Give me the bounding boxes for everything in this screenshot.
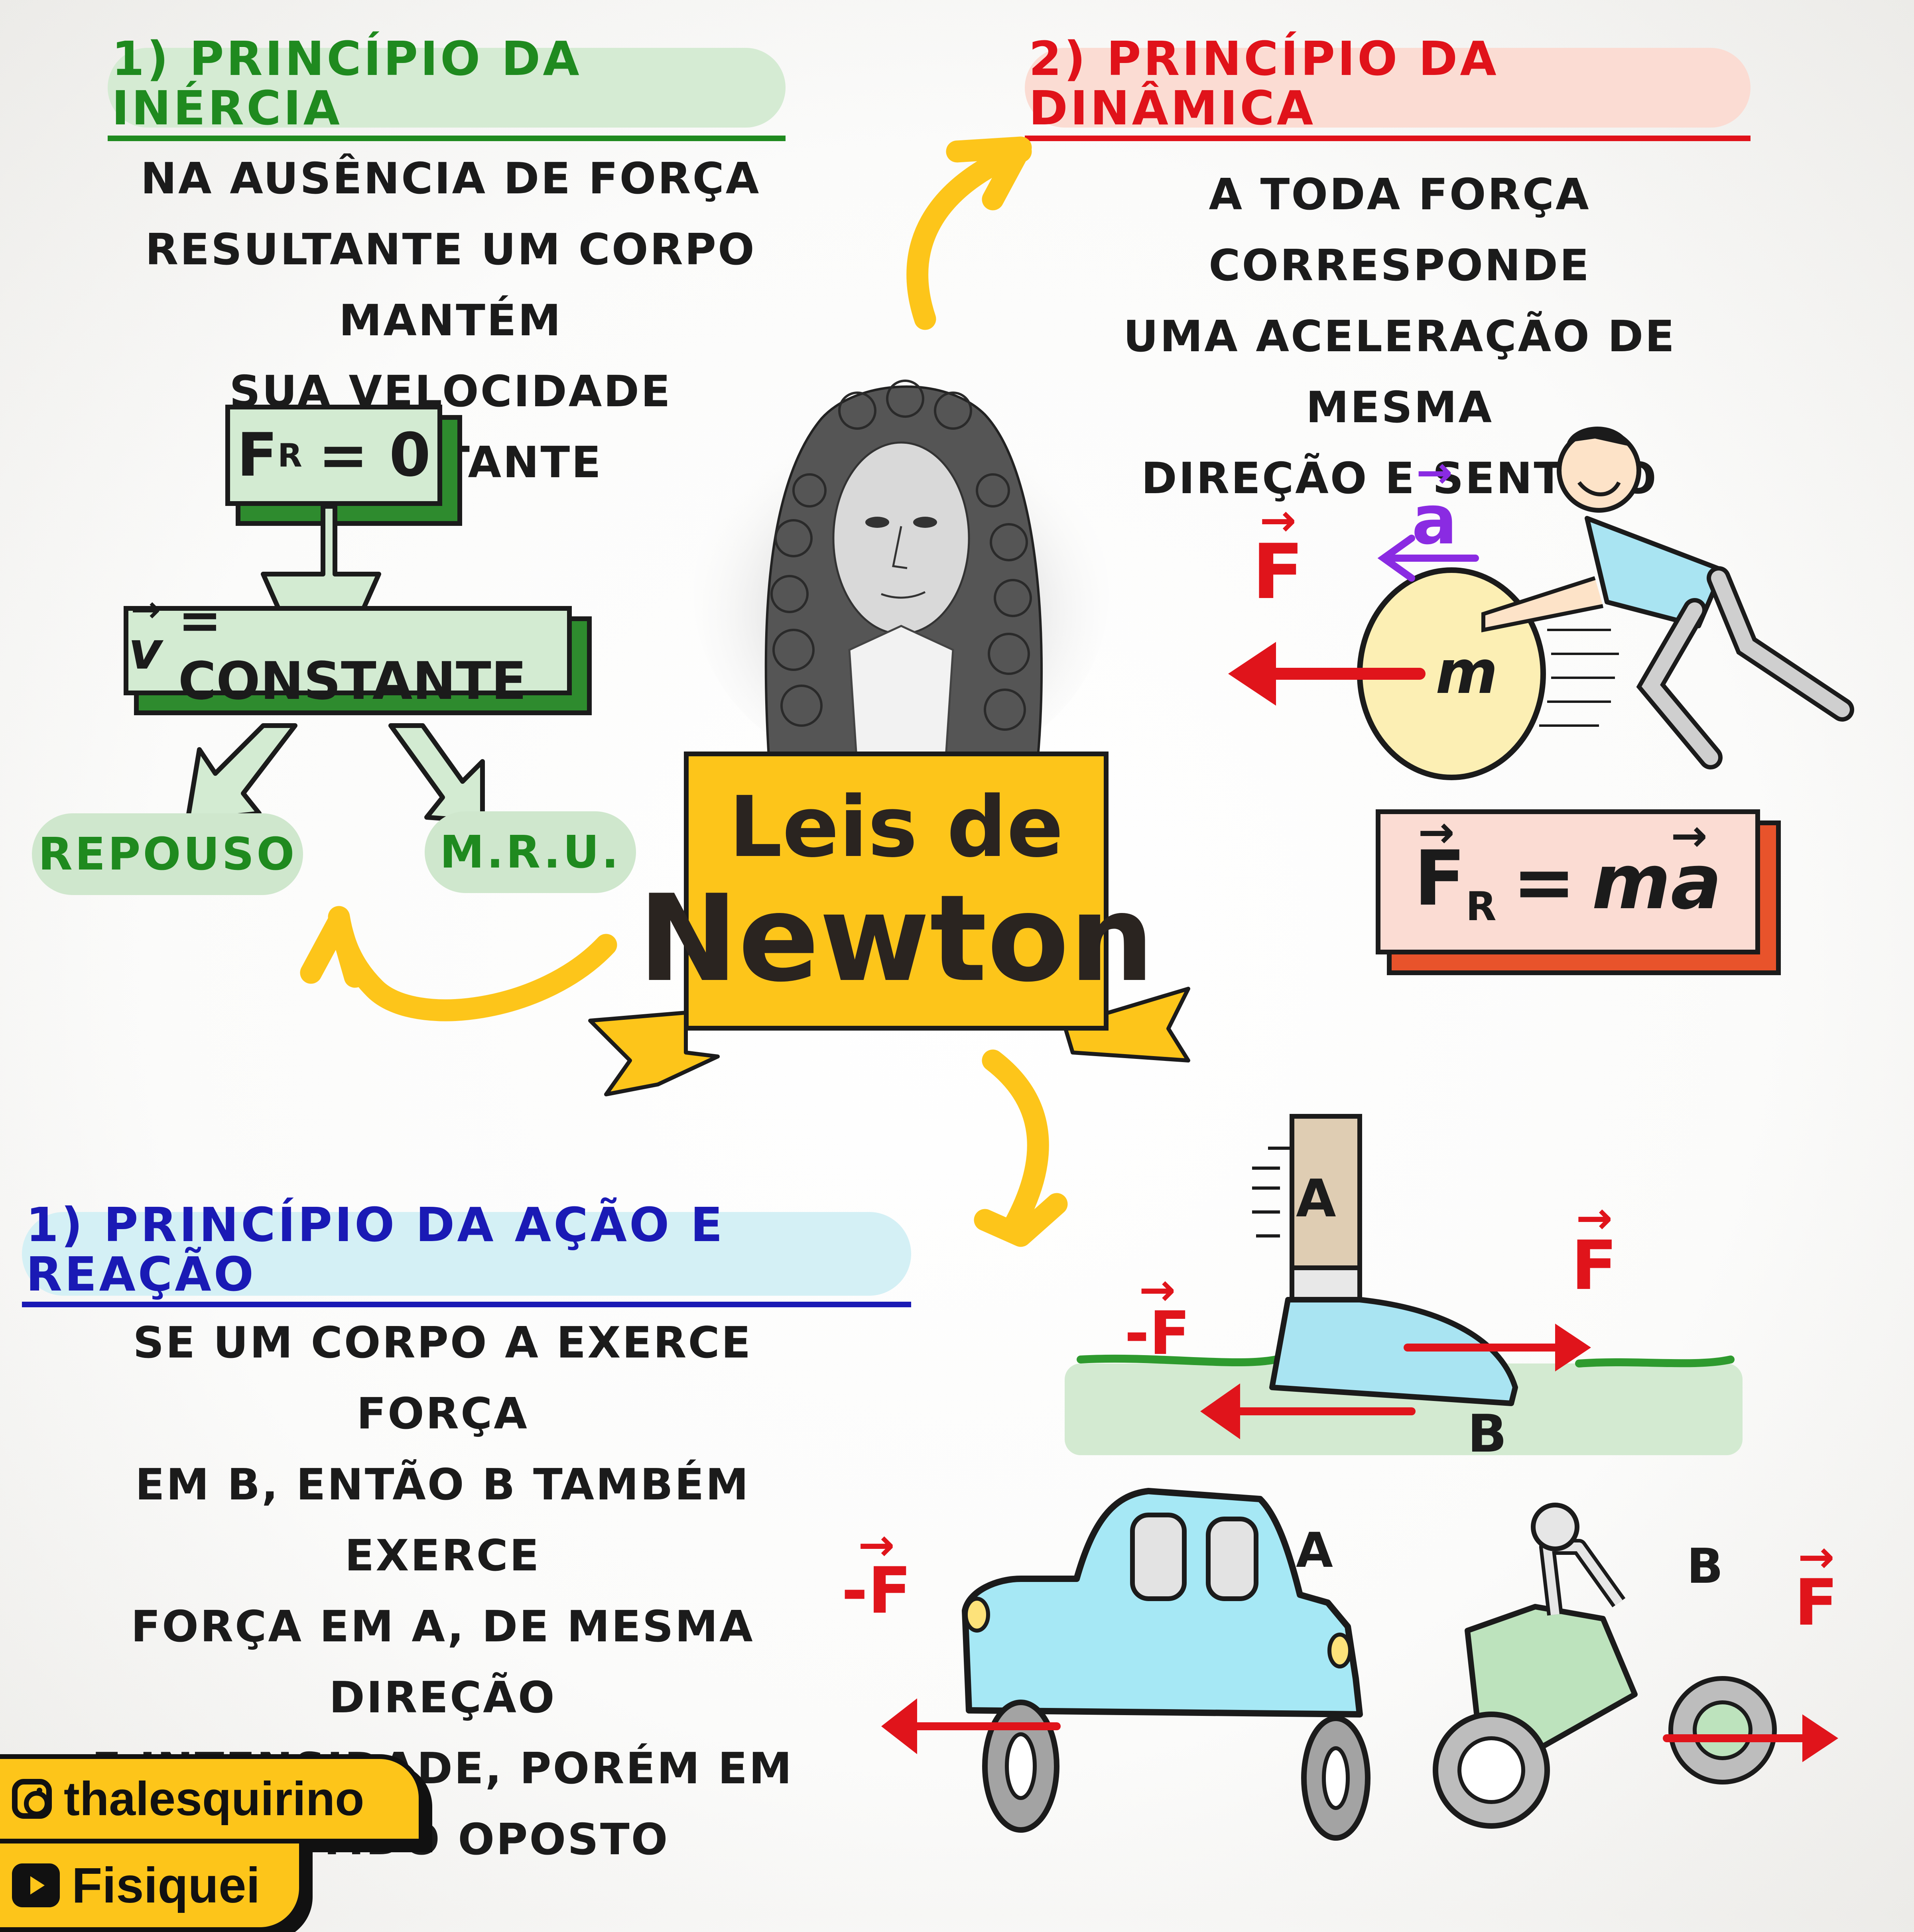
body-a-label-car: A — [1296, 1523, 1333, 1578]
force-positive-label-motorcycle: → F — [1794, 1531, 1838, 1640]
law1-title: 1) PRINCÍPIO DA INÉRCIA — [108, 34, 786, 141]
force-negative-label-car: → -F — [841, 1519, 912, 1628]
yellow-arrow-to-law1-icon — [328, 906, 617, 1021]
newton-portrait — [694, 380, 1109, 769]
yellow-arrowhead-law2-icon — [946, 136, 1032, 211]
yellow-arrow-to-law2-icon — [906, 140, 1032, 330]
social-badge: thalesquirino Fisiquei — [0, 1754, 423, 1932]
force-negative-label-shoe: → -F — [1124, 1264, 1190, 1368]
yellow-arrowhead-law3-icon — [974, 1193, 1068, 1247]
instagram-icon — [12, 1779, 52, 1819]
vector-arrow-icon: → — [1418, 806, 1455, 858]
force-vector-label: → F — [1252, 495, 1304, 616]
body-a-label-shoe: A — [1296, 1168, 1336, 1229]
title-banner: Leis de Newton — [638, 752, 1154, 1031]
instagram-link[interactable]: thalesquirino — [0, 1754, 423, 1843]
youtube-icon — [12, 1863, 60, 1907]
vector-arrow-icon: → — [1670, 810, 1708, 861]
diagonal-arrow-left-icon — [185, 723, 297, 824]
force-positive-label-shoe: → F — [1571, 1192, 1618, 1305]
diagonal-arrow-right-icon — [388, 723, 485, 824]
acceleration-vector-label: → a — [1412, 447, 1457, 560]
outcome-mru: M.R.U. — [425, 811, 636, 893]
law3-title: 1) PRINCÍPIO DA AÇÃO E REAÇÃO — [22, 1200, 911, 1307]
youtube-link[interactable]: Fisiquei — [0, 1843, 304, 1932]
man-pushing-ball-illustration — [1228, 427, 1854, 780]
velocity-constant-box: → v = CONSTANTE — [124, 588, 572, 711]
outcome-repouso: REPOUSO — [32, 813, 303, 895]
car-motorcycle-collision-illustration — [881, 1488, 1838, 1841]
law2-title: 2) PRINCÍPIO DA DINÂMICA — [1025, 34, 1751, 141]
yellow-arrowhead-law1-icon — [300, 910, 366, 988]
yellow-arrow-to-law3-icon — [982, 1049, 1049, 1239]
mass-label: m — [1436, 638, 1498, 707]
body-b-label-shoe: B — [1467, 1403, 1507, 1464]
vector-arrow-icon: → — [131, 588, 161, 630]
shoe-on-ground-illustration — [1065, 1114, 1743, 1455]
newton-second-law-formula: → FR = m→a — [1376, 806, 1760, 954]
body-b-label-motorcycle: B — [1687, 1539, 1723, 1594]
